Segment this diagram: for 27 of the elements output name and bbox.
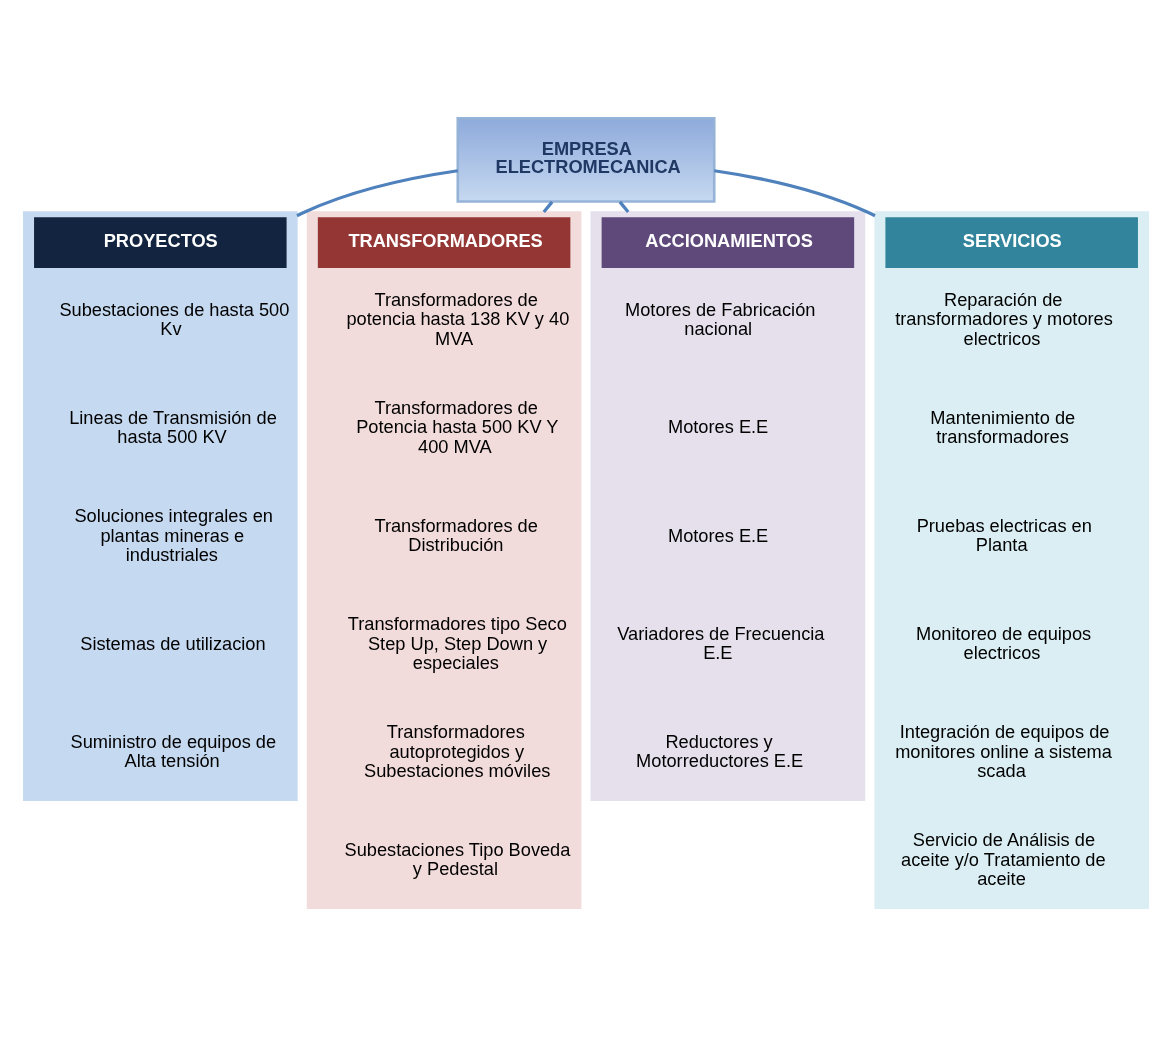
node-text: Integración de equipos de monitores online a sistema scada	[895, 722, 1112, 782]
node-text: Motores E.E	[668, 417, 769, 438]
node-text: Reparación de transformadores y motores electricos	[895, 289, 1113, 349]
node-box: EMPRESA ELECTROMECANICA	[456, 116, 716, 203]
node-text: Lineas de Transmisión de hasta 500 KV	[69, 407, 277, 448]
node-text: Mantenimiento de transformadores	[930, 407, 1076, 448]
connector	[296, 169, 458, 218]
node-text: Motores E.E	[668, 525, 769, 546]
node-text: Variadores de Frecuencia E.E	[617, 623, 825, 664]
node-text: Transformadores de Distribución	[374, 515, 538, 556]
node-text: Transformadores tipo Seco Step Up, Step Down y especiales	[347, 614, 567, 674]
connector	[714, 169, 876, 218]
node-text: Pruebas electricas en Planta	[916, 515, 1092, 556]
connector	[618, 200, 630, 213]
node-text: Transformadores de potencia hasta 138 KV y 40 MVA	[346, 289, 570, 349]
node-text: Subestaciones de hasta 500 Kv	[59, 299, 290, 340]
node-text: Transformadores autoprotegidos y Subestaciones móviles	[364, 722, 551, 782]
node-text: Reductores y Motorreductores E.E	[636, 731, 804, 772]
node-text: Sistemas de utilizacion	[80, 633, 266, 654]
node-text: Soluciones integrales en plantas mineras e industriales	[74, 506, 273, 566]
node-text: Transformadores de Potencia hasta 500 KV Y 400 MVA	[356, 397, 559, 458]
node-text: Suministro de equipos de Alta tensión	[70, 731, 277, 772]
node-text: Servicio de Análisis de aceite y/o Tratamiento de aceite	[901, 830, 1106, 890]
node-text: Monitoreo de equipos electricos	[916, 623, 1092, 664]
node-text: Motores de Fabricación nacional	[625, 299, 816, 340]
connector	[542, 200, 554, 213]
node-text: Subestaciones Tipo Boveda y Pedestal	[344, 839, 571, 880]
